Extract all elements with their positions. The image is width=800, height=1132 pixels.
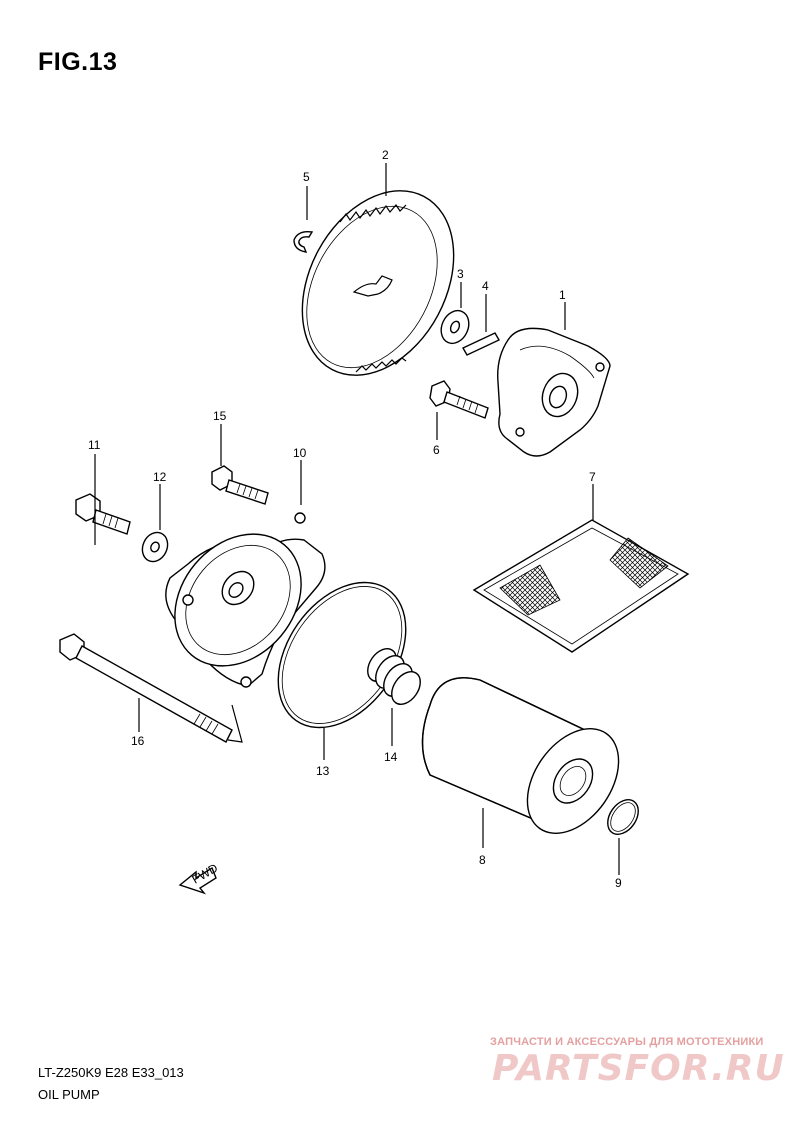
spring bbox=[367, 648, 421, 705]
o-ring-9 bbox=[607, 799, 639, 835]
diagram-code: LT-Z250K9 E28 E33_013 bbox=[38, 1065, 184, 1080]
bolt-11 bbox=[75, 493, 131, 535]
callout-1: 1 bbox=[559, 288, 566, 302]
oil-pump-driven-gear bbox=[301, 190, 455, 376]
diagram-title: OIL PUMP bbox=[38, 1087, 100, 1102]
callout-9: 9 bbox=[615, 876, 622, 890]
callout-11: 11 bbox=[88, 438, 101, 452]
washer-12 bbox=[141, 531, 169, 563]
bolt-15 bbox=[211, 465, 269, 505]
pin bbox=[462, 332, 500, 356]
callout-10: 10 bbox=[293, 446, 307, 460]
callout-16: 16 bbox=[131, 734, 145, 748]
washer-3 bbox=[440, 309, 470, 345]
callout-2: 2 bbox=[382, 148, 389, 162]
oil-filter bbox=[421, 677, 620, 834]
long-bolt bbox=[59, 633, 243, 743]
callout-6: 6 bbox=[433, 443, 440, 457]
circlip bbox=[293, 230, 314, 253]
callout-14: 14 bbox=[384, 750, 398, 764]
fwd-arrow-icon: FWD bbox=[178, 861, 220, 895]
bolt-6 bbox=[429, 380, 489, 419]
watermark-tagline: ЗАПЧАСТИ И АКСЕССУАРЫ ДЛЯ МОТОТЕХНИКИ bbox=[490, 1036, 764, 1048]
callout-3: 3 bbox=[457, 267, 464, 281]
oil-filter-cover bbox=[165, 512, 326, 688]
callout-5: 5 bbox=[303, 170, 310, 184]
callout-12: 12 bbox=[153, 470, 167, 484]
oil-pump-assembly bbox=[497, 327, 611, 457]
callout-numbers: 1 2 3 4 5 6 7 8 9 10 11 12 13 14 15 16 bbox=[88, 148, 622, 890]
callout-7: 7 bbox=[589, 470, 596, 484]
watermark-logo: PARTSFOR.RU bbox=[492, 1048, 785, 1089]
callout-15: 15 bbox=[213, 409, 227, 423]
callout-8: 8 bbox=[479, 853, 486, 867]
leader-lines bbox=[94, 163, 620, 875]
callout-13: 13 bbox=[316, 764, 330, 778]
oil-strainer bbox=[472, 519, 690, 653]
callout-4: 4 bbox=[482, 279, 489, 293]
figure-title: FIG.13 bbox=[38, 48, 118, 76]
